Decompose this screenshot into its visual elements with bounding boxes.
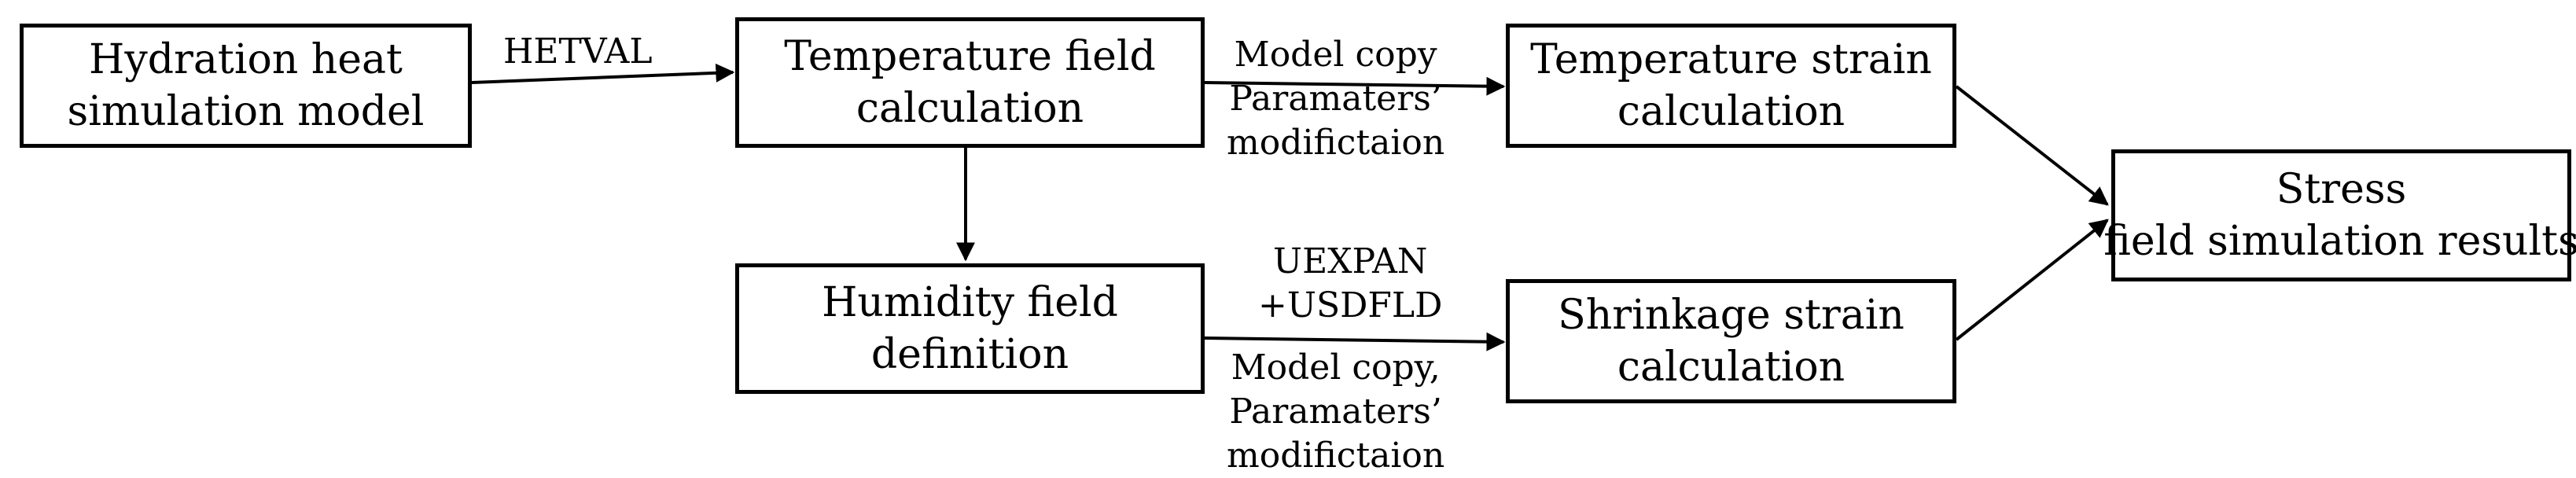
label-model-copy-temperature-line3: modifictaion: [1227, 123, 1445, 163]
temperature-strain-line2: calculation: [1617, 88, 1846, 135]
temperature-field-node: Temperature field calculation: [735, 17, 1205, 148]
stress-field-node: Stress field simulation results: [2103, 149, 2576, 281]
arrow-temp-strain-to-stress: [1955, 85, 2109, 206]
stress-field-word-stress: Stress: [2276, 166, 2407, 213]
label-model-copy-temperature-line2: Paramaters’: [1229, 79, 1442, 119]
hydration-heat-node: Hydration heat simulation model: [20, 24, 472, 148]
temperature-field-line2: calculation: [856, 85, 1084, 132]
temperature-field-line1: Temperature field: [784, 33, 1156, 80]
label-model-copy-humidity-line2: Paramaters’: [1229, 392, 1442, 432]
arrow-hydration-to-temperature: [471, 63, 735, 84]
shrinkage-strain-line1: Shrinkage strain: [1558, 292, 1904, 339]
label-hetval: HETVAL: [503, 30, 653, 74]
stress-field-line1: Stress: [2276, 164, 2407, 215]
label-uexpan-usdfld: UEXPAN +USDFLD: [1258, 240, 1442, 328]
arrow-shrinkage-to-stress: [1955, 219, 2109, 341]
label-hetval-text: HETVAL: [503, 31, 653, 72]
stress-field-line2: field simulation results: [2103, 215, 2576, 267]
stress-field-words-simulation-results: simulation results: [2207, 218, 2576, 265]
humidity-field-line2: definition: [870, 331, 1069, 378]
hydration-heat-line2: simulation model: [67, 88, 425, 135]
label-model-copy-humidity-line3: modifictaion: [1227, 436, 1445, 476]
shrinkage-strain-line2: calculation: [1617, 344, 1846, 391]
stress-field-word-field: field: [2103, 218, 2195, 265]
label-uexpan-line: UEXPAN: [1273, 241, 1428, 281]
label-model-copy-humidity: Model copy, Paramaters’ modifictaion: [1227, 346, 1444, 478]
temperature-strain-line1: Temperature strain: [1530, 36, 1932, 83]
label-usdfld-line: +USDFLD: [1258, 285, 1443, 325]
hydration-heat-line1: Hydration heat: [89, 36, 403, 83]
arrow-temperature-to-temp-strain: [1204, 76, 1506, 96]
humidity-field-node: Humidity field definition: [735, 263, 1205, 394]
humidity-field-line1: Humidity field: [822, 279, 1118, 326]
temperature-strain-node: Temperature strain calculation: [1506, 24, 1956, 148]
label-model-copy-temperature-line1: Model copy: [1234, 35, 1437, 75]
arrow-humidity-to-shrinkage: [1204, 332, 1506, 351]
label-model-copy-humidity-line1: Model copy,: [1231, 347, 1441, 388]
label-model-copy-temperature: Model copy Paramaters’ modifictaion: [1227, 33, 1444, 165]
shrinkage-strain-node: Shrinkage strain calculation: [1506, 279, 1956, 403]
